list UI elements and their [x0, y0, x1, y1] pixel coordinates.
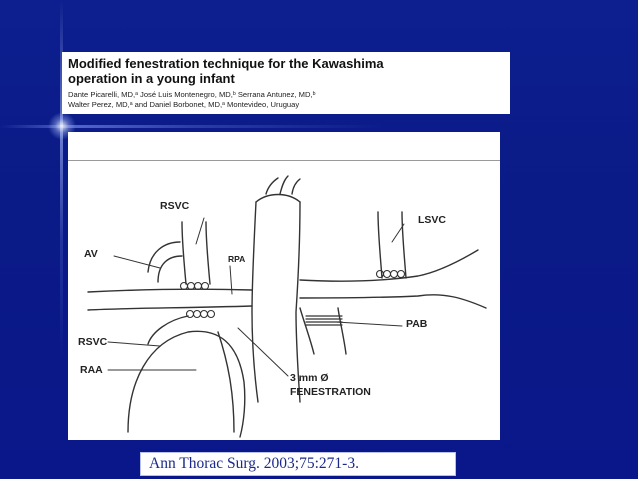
surgical-diagram	[87, 175, 487, 438]
article-title-line-1: Modified fenestration technique for the …	[68, 56, 384, 71]
figure-top-rule	[68, 160, 500, 161]
rpa-vessel	[87, 305, 253, 311]
article-header: Modified fenestration technique for the …	[62, 52, 510, 114]
label-av: AV	[84, 248, 98, 260]
rpa-vessel	[87, 288, 253, 293]
label-lsvc: LSVC	[418, 214, 447, 226]
article-authors: Dante Picarelli, MD,ᵃ José Luis Monteneg…	[68, 90, 504, 110]
pab-vessel	[337, 307, 347, 355]
central-vessel-right	[295, 201, 301, 403]
central-vessel-top	[255, 193, 301, 203]
rsvc-lower-vessel	[147, 315, 189, 345]
label-fenestration-size: 3 mm Ø	[290, 372, 329, 384]
label-rsvc-top: RSVC	[160, 200, 190, 212]
pab-band	[305, 315, 343, 326]
leader-lines	[107, 217, 405, 377]
authors-line-2: Walter Perez, MD,ᵃ and Daniel Borbonet, …	[68, 100, 300, 109]
pab-vessel	[299, 307, 315, 355]
article-title-line-2: operation in a young infant	[68, 71, 235, 86]
label-pab: PAB	[406, 318, 428, 330]
rsvc-upper-vessel	[205, 221, 211, 285]
av-vessel	[157, 255, 183, 283]
central-vessel-left	[251, 201, 259, 403]
label-raa: RAA	[80, 364, 103, 376]
rsvc-upper-vessel	[181, 221, 187, 285]
label-rpa: RPA	[228, 254, 246, 264]
lsvc-vessel	[401, 211, 407, 279]
lsvc-vessel	[377, 211, 383, 279]
suture-rings	[179, 269, 406, 319]
decorative-vertical-line	[60, 0, 63, 479]
av-vessel	[147, 241, 181, 273]
raa-outline	[127, 330, 246, 438]
surgical-diagram-figure: RSVC LSVC AV RPA PAB RSVC RAA 3 mm Ø FEN…	[68, 132, 500, 440]
citation-caption: Ann Thorac Surg. 2003;75:271-3.	[140, 452, 456, 476]
arch-strand	[265, 177, 279, 195]
arch-strand	[279, 175, 289, 195]
raa-outline	[217, 331, 235, 433]
label-fenestration: FENESTRATION	[290, 386, 371, 398]
authors-line-1: Dante Picarelli, MD,ᵃ José Luis Monteneg…	[68, 90, 316, 99]
article-title: Modified fenestration technique for the …	[68, 56, 504, 86]
pa-vessel	[299, 294, 487, 309]
arch-strand	[291, 178, 301, 195]
pa-vessel	[299, 249, 479, 282]
decorative-horizontal-line	[0, 125, 638, 128]
label-rsvc-bottom: RSVC	[78, 336, 108, 348]
